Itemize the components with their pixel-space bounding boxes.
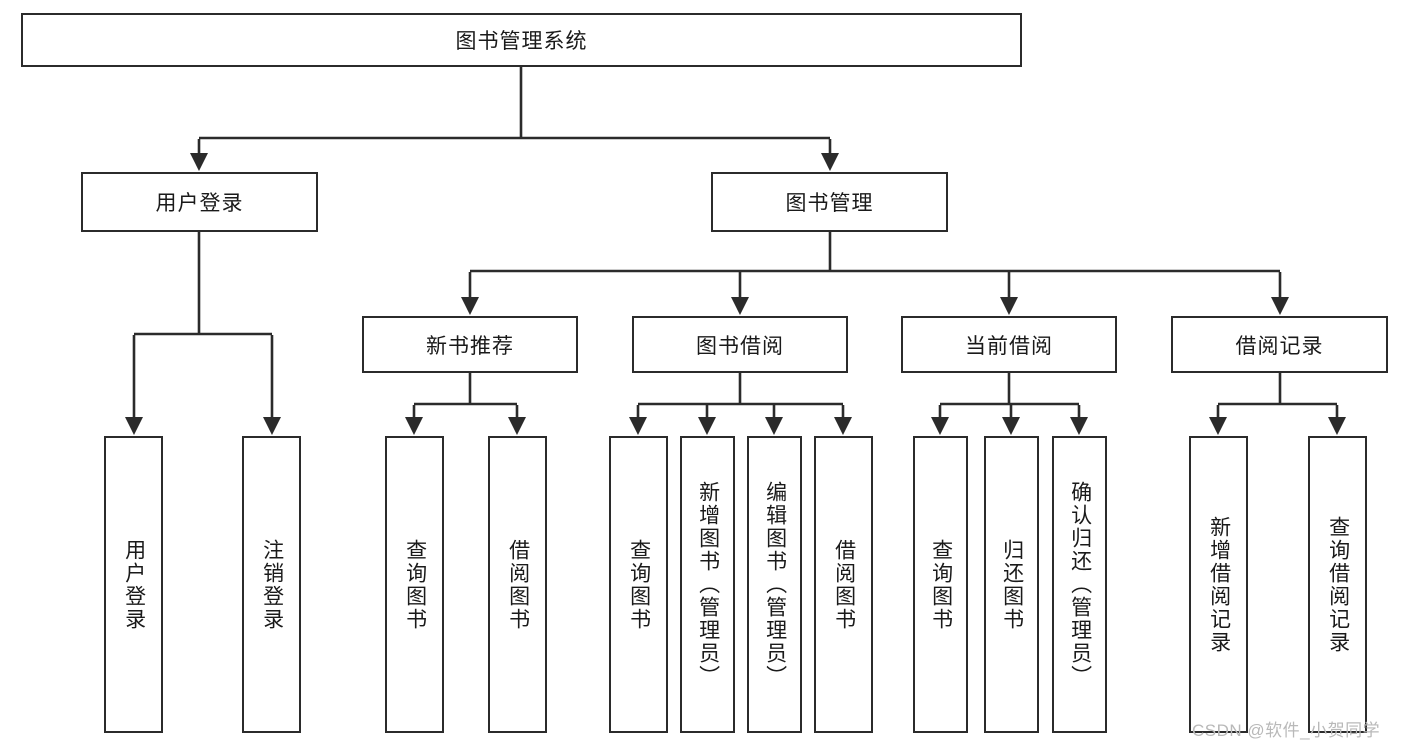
node-borrow-record[interactable]: 借阅记录 xyxy=(1171,316,1388,373)
leaf-add-borrow-record-label: 新增借阅记录 xyxy=(1207,515,1231,654)
node-root[interactable]: 图书管理系统 xyxy=(21,13,1022,67)
leaf-edit-book-admin-label: 编辑图书（管理员） xyxy=(763,481,787,688)
node-current-borrow[interactable]: 当前借阅 xyxy=(901,316,1117,373)
node-user-login[interactable]: 用户登录 xyxy=(81,172,318,232)
node-book-borrow[interactable]: 图书借阅 xyxy=(632,316,848,373)
leaf-user-login[interactable]: 用户登录 xyxy=(104,436,163,733)
node-user-login-label: 用户登录 xyxy=(155,192,244,215)
leaf-borrow-book-recommend-label: 借阅图书 xyxy=(506,538,530,631)
leaf-query-borrow-record[interactable]: 查询借阅记录 xyxy=(1308,436,1367,733)
node-borrow-record-label: 借阅记录 xyxy=(1235,334,1324,358)
watermark: CSDN @软件_小贺同学 xyxy=(1192,721,1381,740)
leaf-return-book-label: 归还图书 xyxy=(1000,538,1024,631)
node-book-borrow-label: 图书借阅 xyxy=(696,334,784,358)
leaf-logout[interactable]: 注销登录 xyxy=(242,436,301,733)
node-current-borrow-label: 当前借阅 xyxy=(965,334,1053,358)
leaf-query-book-current[interactable]: 查询图书 xyxy=(913,436,968,733)
leaf-borrow-book-recommend[interactable]: 借阅图书 xyxy=(488,436,547,733)
leaf-add-borrow-record[interactable]: 新增借阅记录 xyxy=(1189,436,1248,733)
leaf-logout-label: 注销登录 xyxy=(260,538,284,631)
node-new-book-recommend-label: 新书推荐 xyxy=(426,334,514,358)
leaf-add-book-admin-label: 新增图书（管理员） xyxy=(696,481,720,688)
leaf-add-book-admin[interactable]: 新增图书（管理员） xyxy=(680,436,735,733)
leaf-return-book[interactable]: 归还图书 xyxy=(984,436,1039,733)
leaf-borrow-book-label: 借阅图书 xyxy=(832,538,856,631)
node-root-label: 图书管理系统 xyxy=(455,30,588,53)
leaf-query-borrow-record-label: 查询借阅记录 xyxy=(1326,515,1350,654)
leaf-query-book-recommend-label: 查询图书 xyxy=(403,538,427,631)
leaf-query-book-borrow[interactable]: 查询图书 xyxy=(609,436,668,733)
leaf-edit-book-admin[interactable]: 编辑图书（管理员） xyxy=(747,436,802,733)
node-book-management-label: 图书管理 xyxy=(785,192,874,215)
leaf-query-book-current-label: 查询图书 xyxy=(929,538,953,631)
node-book-management[interactable]: 图书管理 xyxy=(711,172,948,232)
node-new-book-recommend[interactable]: 新书推荐 xyxy=(362,316,578,373)
leaf-borrow-book[interactable]: 借阅图书 xyxy=(814,436,873,733)
leaf-user-login-label: 用户登录 xyxy=(122,538,146,631)
leaf-confirm-return-admin[interactable]: 确认归还（管理员） xyxy=(1052,436,1107,733)
leaf-confirm-return-admin-label: 确认归还（管理员） xyxy=(1068,481,1092,688)
leaf-query-book-recommend[interactable]: 查询图书 xyxy=(385,436,444,733)
leaf-query-book-borrow-label: 查询图书 xyxy=(627,538,651,631)
